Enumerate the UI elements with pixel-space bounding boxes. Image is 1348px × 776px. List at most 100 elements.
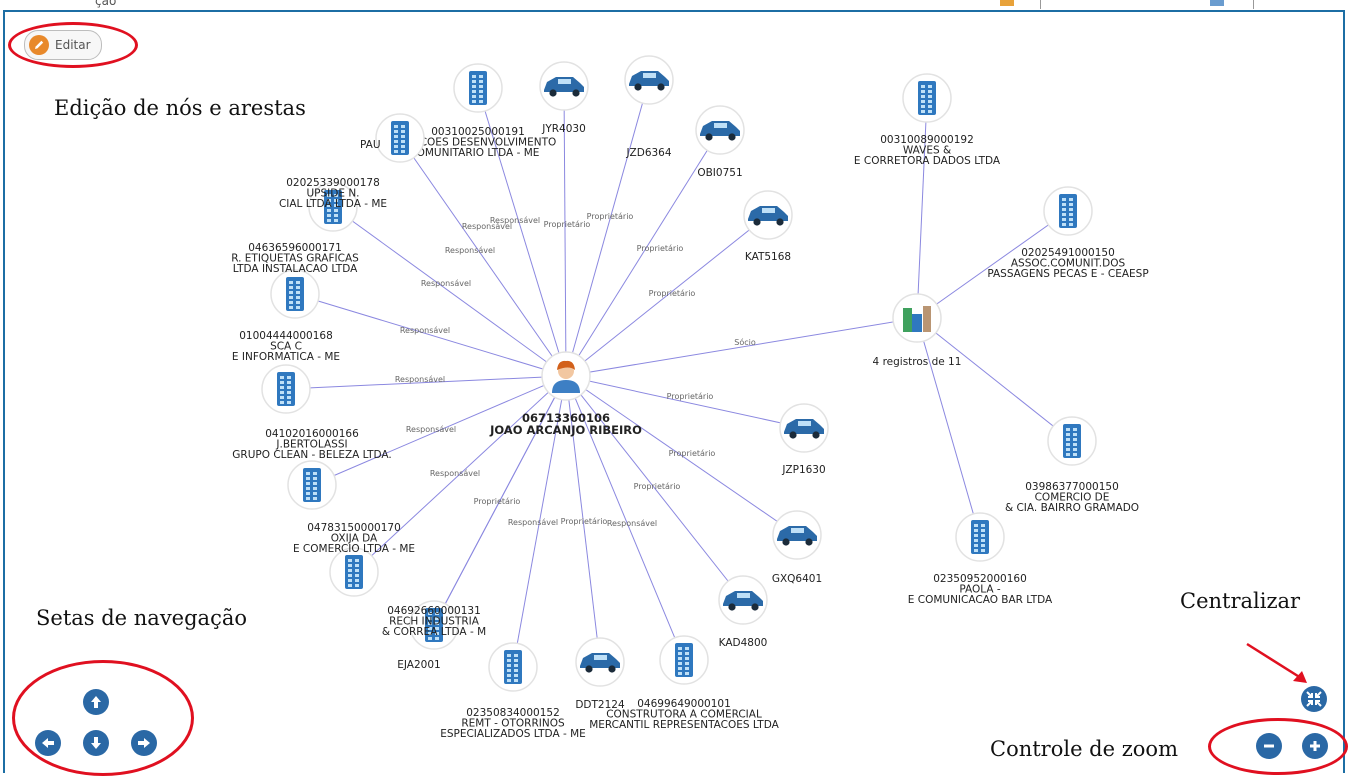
- window: [685, 647, 689, 650]
- graph-edge[interactable]: [565, 375, 744, 601]
- window: [348, 564, 352, 567]
- window: [280, 401, 284, 404]
- window: [1066, 443, 1070, 446]
- window: [678, 667, 682, 670]
- graph-node[interactable]: 02025491000150ASSOC.COMUNIT.DOSPASSAGENS…: [987, 186, 1149, 280]
- graph-edge[interactable]: [565, 375, 685, 661]
- window: [313, 497, 317, 500]
- graph-edge[interactable]: [433, 375, 567, 626]
- graph-edge[interactable]: [477, 87, 567, 377]
- node-label: REMT - OTORRINOS: [461, 718, 565, 730]
- nav-up-button[interactable]: [83, 689, 109, 715]
- graph-edge[interactable]: [565, 317, 918, 377]
- window: [313, 492, 317, 495]
- window: [289, 306, 293, 309]
- center-icon: [1306, 691, 1322, 707]
- edge-label: Responsável: [462, 222, 512, 231]
- center-button[interactable]: [1301, 686, 1327, 712]
- graph-edge[interactable]: [512, 375, 567, 668]
- graph-node[interactable]: EJA2001: [397, 659, 440, 671]
- car-body: [700, 121, 740, 136]
- graph-edge[interactable]: [916, 317, 1073, 442]
- graph-edge[interactable]: [399, 137, 567, 377]
- graph-node[interactable]: GXQ6401: [772, 510, 822, 585]
- graph-edge[interactable]: [916, 97, 928, 319]
- window: [479, 100, 483, 103]
- toolbar-icon[interactable]: [1000, 0, 1014, 6]
- graph-edge[interactable]: [353, 375, 567, 573]
- graph-edge[interactable]: [565, 79, 650, 377]
- window: [280, 386, 284, 389]
- graph-edge[interactable]: [332, 206, 567, 377]
- divider: [1253, 0, 1254, 9]
- window: [306, 472, 310, 475]
- window: [394, 145, 398, 148]
- edge-label: Proprietário: [544, 220, 591, 229]
- node-label: PAU: [360, 139, 381, 151]
- graph-edge[interactable]: [311, 375, 567, 486]
- building-shape: [923, 306, 931, 332]
- zoom-out-button[interactable]: [1256, 733, 1282, 759]
- graph-edge[interactable]: [565, 375, 798, 536]
- edge-label: Responsável: [508, 518, 558, 527]
- edge-label: Proprietário: [561, 517, 608, 526]
- car-window: [762, 208, 775, 213]
- nav-left-button[interactable]: [35, 730, 61, 756]
- edge-label: Proprietário: [587, 212, 634, 221]
- window: [327, 194, 331, 197]
- graph-node[interactable]: KAD4800: [718, 575, 768, 649]
- graph-node[interactable]: JZP1630: [779, 403, 829, 476]
- nav-right-button[interactable]: [131, 730, 157, 756]
- window: [479, 85, 483, 88]
- nav-down-button[interactable]: [83, 730, 109, 756]
- car-window: [798, 421, 811, 426]
- window: [296, 296, 300, 299]
- graph-edge[interactable]: [565, 375, 601, 663]
- window: [928, 100, 932, 103]
- window: [1069, 218, 1073, 221]
- graph-node[interactable]: PAU: [360, 113, 425, 163]
- zoom-in-button[interactable]: [1302, 733, 1328, 759]
- graph-node[interactable]: KAT5168: [743, 190, 793, 263]
- window: [685, 657, 689, 660]
- arrow-right-icon: [138, 738, 150, 748]
- car-body: [777, 526, 817, 541]
- graph-node[interactable]: OBI0751: [695, 105, 745, 179]
- toolbar-icon[interactable]: [1210, 0, 1224, 6]
- window: [289, 301, 293, 304]
- building-shape: [303, 468, 321, 502]
- building-shape: [469, 71, 487, 105]
- graph-edge[interactable]: [285, 375, 567, 390]
- graph-edge[interactable]: [565, 129, 721, 377]
- graph-edge[interactable]: [916, 210, 1069, 319]
- graph-edge[interactable]: [916, 317, 981, 538]
- window: [921, 90, 925, 93]
- graph-edge[interactable]: [294, 293, 567, 377]
- car-wheel: [549, 89, 557, 97]
- window: [327, 204, 331, 207]
- window: [1069, 198, 1073, 201]
- window: [685, 672, 689, 675]
- graph-node[interactable]: JZD6364: [624, 55, 674, 159]
- graph-node[interactable]: JYR4030: [539, 61, 589, 135]
- graph-edge[interactable]: [563, 85, 567, 377]
- node-label: OMUNITARIO LTDA - ME: [417, 147, 540, 159]
- graph-edge[interactable]: [565, 375, 805, 429]
- graph-node[interactable]: DDT2124: [575, 637, 625, 711]
- graph-node[interactable]: 4 registros de 11: [873, 293, 962, 368]
- graph-edge[interactable]: [565, 214, 769, 377]
